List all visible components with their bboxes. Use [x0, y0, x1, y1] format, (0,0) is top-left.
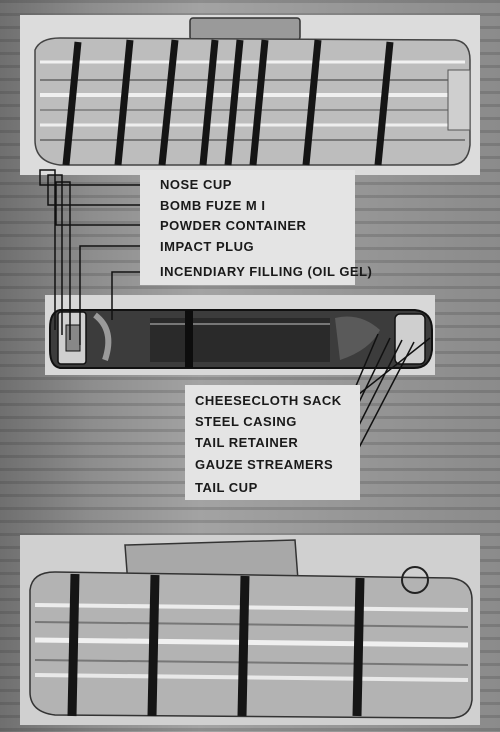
labels-panel-top [140, 170, 355, 285]
bottom-bomb-cluster-photo [20, 535, 480, 725]
label-tail-retainer: TAIL RETAINER [195, 435, 299, 450]
single-bomb-cutaway-photo [45, 295, 435, 375]
label-cheesecloth-sack: CHEESECLOTH SACK [195, 393, 342, 408]
label-incendiary-filling: INCENDIARY FILLING (OIL GEL) [160, 264, 373, 279]
label-bomb-fuze: BOMB FUZE M I [160, 198, 266, 213]
labels-panel-bottom [185, 385, 360, 500]
label-tail-cup: TAIL CUP [195, 480, 258, 495]
label-powder-container: POWDER CONTAINER [160, 218, 307, 233]
label-steel-casing: STEEL CASING [195, 414, 297, 429]
label-nose-cup: NOSE CUP [160, 177, 232, 192]
top-bomb-cluster-photo [20, 15, 480, 175]
leader-lines-top [39, 169, 150, 345]
label-gauze-streamers: GAUZE STREAMERS [195, 457, 334, 472]
label-impact-plug: IMPACT PLUG [160, 239, 255, 254]
